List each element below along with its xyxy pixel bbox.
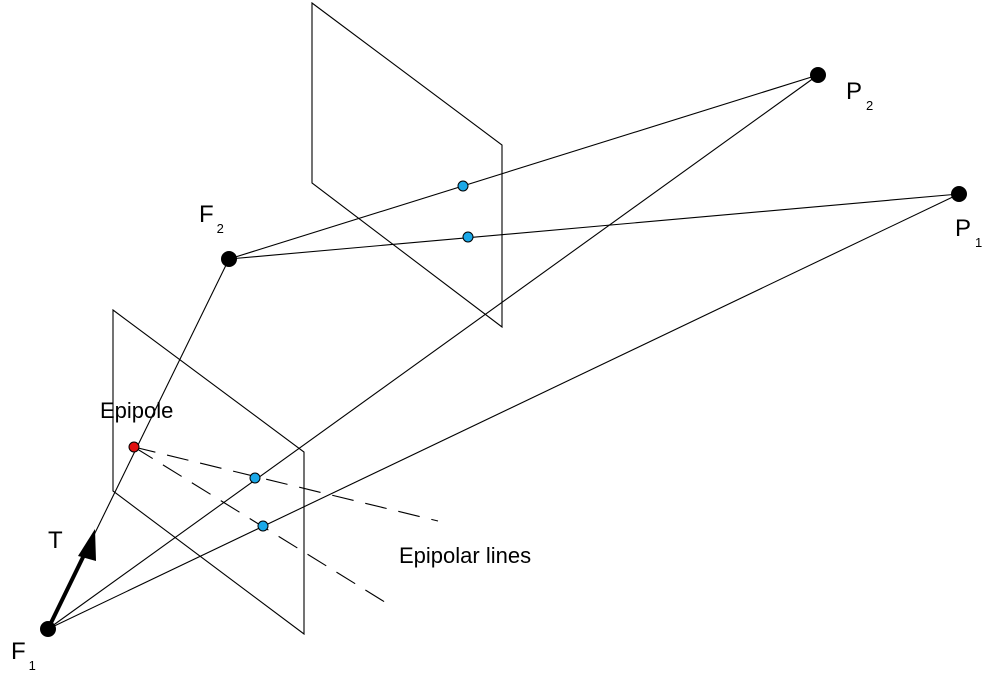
point-p1 — [951, 186, 967, 202]
epipolar-line-1 — [133, 446, 439, 522]
projection-p2-plane2 — [457, 180, 469, 192]
projection-p1-plane1 — [257, 520, 269, 532]
ray-f2-p2 — [228, 74, 819, 260]
projection-p2-plane1 — [249, 472, 261, 484]
label-epipolar-lines: Epipolar lines — [399, 543, 531, 568]
ray-f1-p2 — [47, 74, 819, 630]
point-f2 — [221, 251, 237, 267]
point-p2 — [810, 67, 826, 83]
projection-p1-plane2 — [462, 231, 474, 243]
label-p2: P2 — [846, 78, 873, 113]
point-f1 — [40, 621, 56, 637]
translation-arrow-head — [78, 529, 96, 561]
translation-arrow-shaft — [46, 550, 88, 630]
image-plane-2 — [311, 1, 503, 329]
label-t: T — [48, 527, 63, 554]
ray-f2-p1 — [228, 193, 960, 260]
image-plane-1 — [112, 308, 305, 636]
label-p1: P1 — [955, 215, 982, 250]
epipole-point — [128, 441, 140, 453]
label-epipole: Epipole — [100, 398, 173, 423]
label-f1: F1 — [11, 638, 36, 673]
label-f2: F2 — [199, 201, 224, 236]
ray-f1-p1 — [47, 193, 960, 630]
